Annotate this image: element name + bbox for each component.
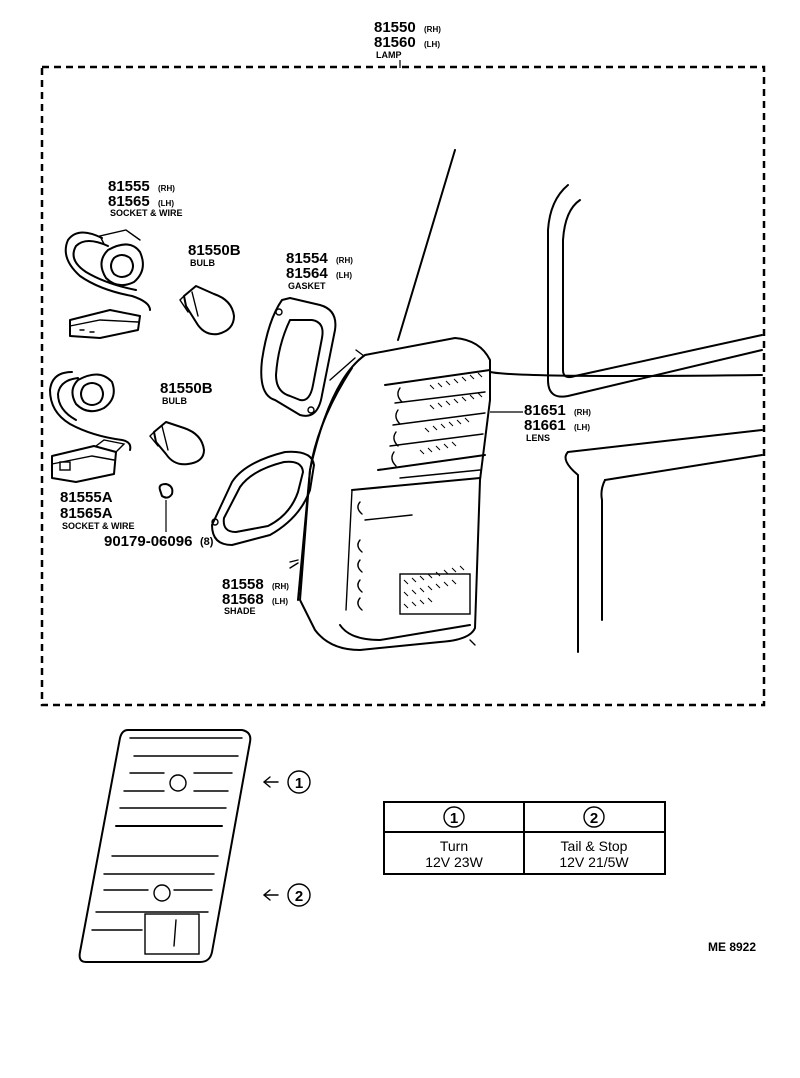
lens-suffix-lh: (LH) [574, 423, 590, 432]
bulb-lower-pn: 81550B [160, 380, 213, 397]
table-col1-function: Turn [440, 838, 468, 854]
bulb-spec-table: 1 2 Turn 12V 23W Tail & Stop 12V 21/5W [383, 801, 666, 875]
gasket-label: 81554 (RH) 81564 (LH) GASKET [286, 250, 353, 291]
table-col2-rating: 12V 21/5W [559, 854, 629, 870]
assembly-boundary [40, 65, 766, 707]
shade-suffix-lh: (LH) [272, 597, 288, 606]
assembly-pn-rh: 81550 [374, 19, 416, 36]
table-col2-function: Tail & Stop [561, 838, 628, 854]
screw-qty: (8) [200, 536, 214, 548]
lens-pn-lh: 81661 [524, 417, 566, 434]
socket-lower-pn-rh: 81555A [60, 489, 113, 506]
marker-1: 1 [262, 770, 311, 794]
bulb-upper-pn: 81550B [188, 242, 241, 259]
shade-suffix-rh: (RH) [272, 582, 289, 591]
socket-lower-name: SOCKET & WIRE [62, 521, 135, 531]
shade [211, 450, 315, 569]
shade-pn-rh: 81558 [222, 576, 264, 593]
lens-name: LENS [526, 433, 550, 443]
gasket-name: GASKET [288, 281, 326, 291]
gasket-pn-rh: 81554 [286, 250, 328, 267]
socket-upper-suffix-lh: (LH) [158, 199, 174, 208]
socket-wire-upper-label: 81555 (RH) 81565 (LH) SOCKET & WIRE [108, 178, 183, 218]
assembly-pn-lh: 81560 [374, 34, 416, 51]
lens [289, 337, 491, 651]
lens-suffix-rh: (RH) [574, 408, 591, 417]
assembly-suffix-rh: (RH) [424, 25, 441, 34]
screw [158, 483, 174, 532]
socket-upper-pn-lh: 81565 [108, 193, 150, 210]
bulb-upper-label: 81550B BULB [188, 242, 241, 268]
socket-wire-upper [64, 229, 151, 339]
marker-2: 2 [262, 883, 311, 907]
bulb-lower-label: 81550B BULB [160, 380, 213, 406]
lens-texture-upper [419, 372, 483, 455]
gasket [260, 297, 365, 417]
table-col1-rating: 12V 23W [425, 854, 483, 870]
shade-pn-lh: 81568 [222, 591, 264, 608]
screw-label: 90179-06096 (8) [104, 533, 214, 550]
lens-pn-rh: 81651 [524, 402, 566, 419]
drawing-code: ME 8922 [708, 940, 756, 954]
table-col1-number: 1 [450, 810, 458, 827]
assembly-label: 81550 (RH) 81560 (LH) LAMP [374, 19, 441, 68]
shade-label: 81558 (RH) 81568 (LH) SHADE [222, 576, 289, 616]
socket-upper-suffix-rh: (RH) [158, 184, 175, 193]
socket-lower-pn-lh: 81565A [60, 505, 113, 522]
vehicle-body-outline [397, 149, 763, 653]
gasket-pn-lh: 81564 [286, 265, 328, 282]
lens-label: 81651 (RH) 81661 (LH) LENS [490, 402, 591, 443]
assembly-suffix-lh: (LH) [424, 40, 440, 49]
marker-1-number: 1 [295, 775, 303, 792]
shade-name: SHADE [224, 606, 256, 616]
bulb-lower-name: BULB [162, 396, 187, 406]
gasket-suffix-rh: (RH) [336, 256, 353, 265]
bulb-lower [149, 421, 205, 466]
bulb-upper-name: BULB [190, 258, 215, 268]
marker-2-number: 2 [295, 888, 303, 905]
lens-reflector [399, 573, 471, 615]
gasket-suffix-lh: (LH) [336, 271, 352, 280]
assembly-name: LAMP [376, 50, 402, 60]
screw-pn: 90179-06096 [104, 533, 192, 550]
socket-wire-lower-label: 81555A 81565A SOCKET & WIRE [60, 489, 135, 531]
lens-face-illustration [78, 729, 252, 963]
bulb-upper [179, 285, 235, 336]
socket-upper-name: SOCKET & WIRE [110, 208, 183, 218]
socket-wire-lower [49, 371, 132, 483]
socket-upper-pn-rh: 81555 [108, 178, 150, 195]
table-col2-number: 2 [590, 810, 598, 827]
